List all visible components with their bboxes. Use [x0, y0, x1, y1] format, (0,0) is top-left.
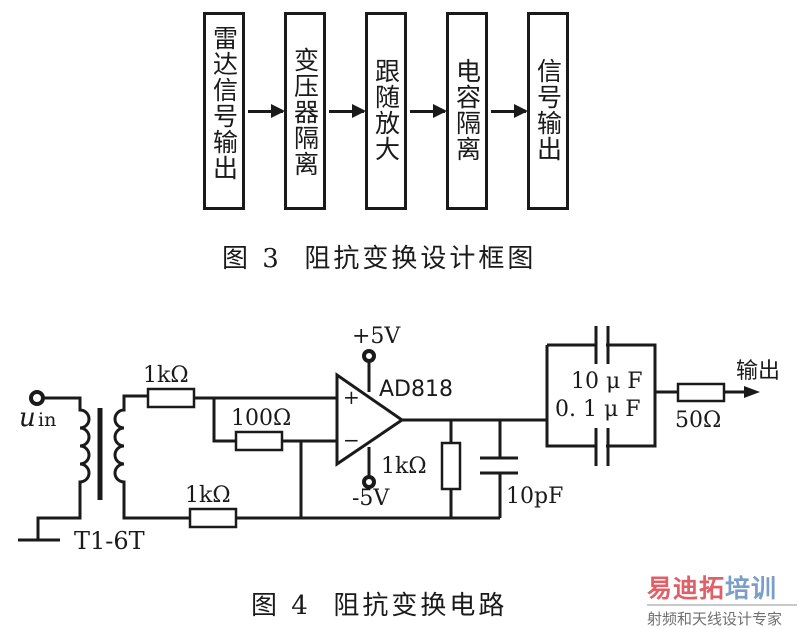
block-follower-amplifier: 跟随放大 [365, 12, 407, 210]
block-label: 雷达信号输出 [209, 25, 239, 181]
resistor-feedback [234, 430, 284, 452]
block-label: 信号输出 [533, 58, 563, 162]
capacitor-couple-2-label: 0. 1 μ F [555, 397, 641, 422]
output-arrow-icon [744, 386, 760, 398]
arrow-4 [491, 104, 528, 118]
resistor-feedback-label: 100Ω [231, 406, 291, 431]
capacitor-load-label: 10pF [506, 484, 563, 509]
resistor-output-label: 50Ω [675, 408, 721, 433]
resistor-top-label: 1kΩ [143, 363, 189, 388]
arrow-3 [410, 104, 447, 118]
supply-neg-terminal [362, 475, 376, 489]
block-label: 变压器隔离 [290, 47, 320, 177]
figure3-caption: 图 3 阻抗变换设计框图 [222, 244, 537, 274]
resistor-bottom-label: 1kΩ [185, 483, 231, 508]
resistor-bottom [188, 507, 238, 529]
block-label: 电容隔离 [452, 58, 482, 162]
watermark-title: 易迪拓培训 [647, 575, 797, 603]
output-label: 输出 [736, 359, 780, 384]
watermark-title-part1: 易迪拓 [647, 574, 726, 603]
transformer-label: T1-6T [74, 527, 145, 555]
input-label: u [19, 403, 36, 433]
resistor-load [440, 441, 462, 491]
supply-pos-label: +5V [352, 324, 401, 349]
opamp-label: AD818 [379, 377, 453, 402]
supply-neg-label: -5V [352, 486, 390, 511]
arrow-2 [329, 104, 366, 118]
block-radar-signal-output: 雷达信号输出 [203, 12, 245, 210]
watermark-divider [647, 604, 797, 606]
figure4-caption: 图 4 阻抗变换电路 [251, 591, 508, 621]
watermark-logo: 易迪拓培训 射频和天线设计专家 [647, 575, 797, 629]
opamp-symbol [335, 372, 405, 467]
transformer [18, 394, 190, 542]
block-transformer-isolation: 变压器隔离 [284, 12, 326, 210]
opamp-plus: + [343, 385, 360, 409]
resistor-top [146, 387, 196, 409]
watermark-subtitle: 射频和天线设计专家 [647, 610, 783, 628]
block-signal-output: 信号输出 [527, 12, 569, 210]
resistor-load-label: 1kΩ [381, 454, 427, 479]
input-subscript: in [38, 409, 56, 431]
capacitor-couple-1-label: 10 μ F [571, 369, 643, 394]
watermark-title-part2: 培训 [725, 574, 778, 603]
supply-pos-terminal [362, 349, 376, 363]
block-label: 跟随放大 [371, 58, 401, 162]
block-capacitor-isolation: 电容隔离 [446, 12, 488, 210]
opamp-minus: − [343, 428, 360, 452]
arrow-1 [248, 104, 285, 118]
resistor-output [676, 382, 726, 403]
